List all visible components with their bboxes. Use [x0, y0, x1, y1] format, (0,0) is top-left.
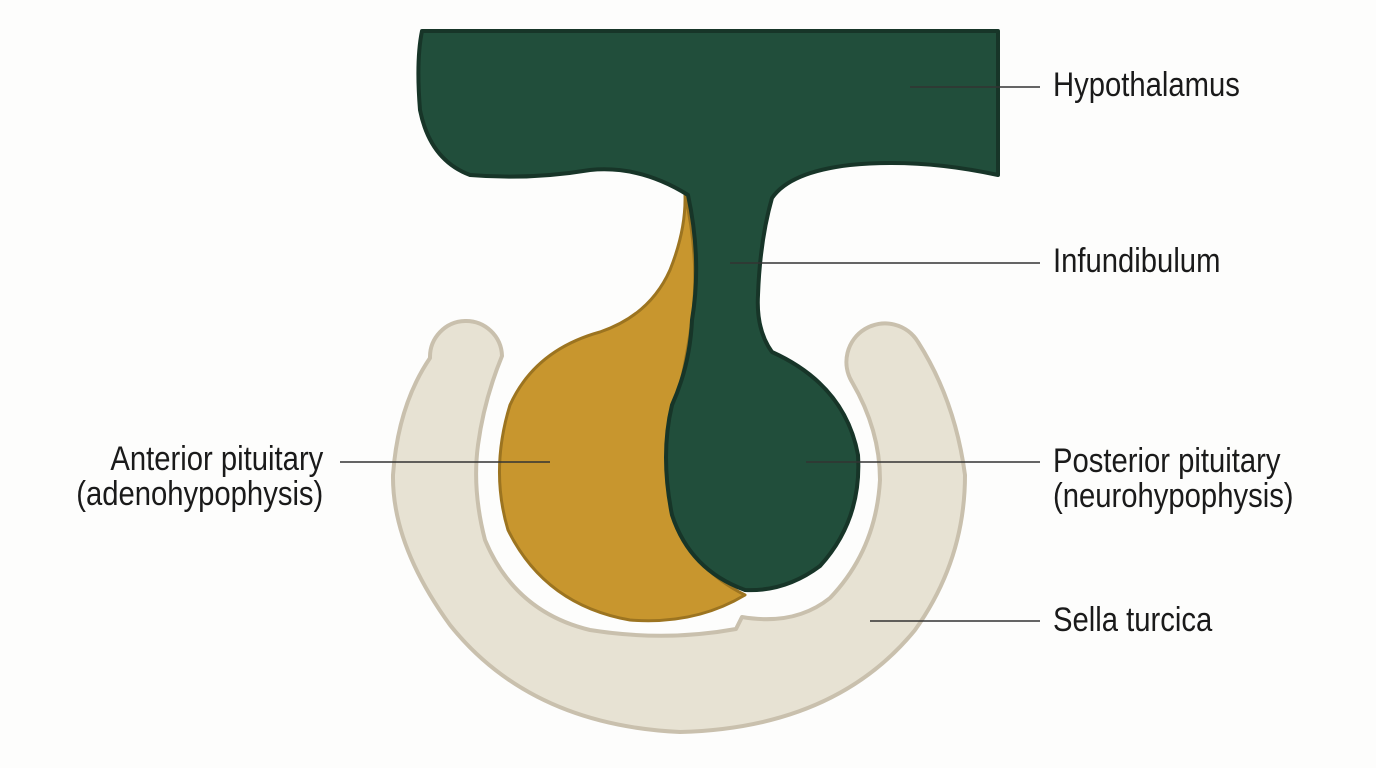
anterior-pituitary-label-line1: Anterior pituitary: [110, 440, 323, 478]
sella-turcica-label-text: Sella turcica: [1053, 601, 1213, 639]
sella-turcica-shape: [390, 319, 967, 734]
anterior-pituitary-label-line2: (adenohypophysis): [75, 475, 323, 513]
posterior-pituitary-label: Posterior pituitary (neurohypophysis): [1053, 444, 1294, 514]
anterior-pituitary-label: Anterior pituitary (adenohypophysis): [76, 442, 323, 512]
hypothalamus-infundibulum-posterior-shape: [416, 29, 1000, 593]
posterior-pituitary-label-line1: Posterior pituitary: [1053, 442, 1281, 480]
infundibulum-label-text: Infundibulum: [1053, 242, 1221, 280]
hypothalamus-label: Hypothalamus: [1053, 68, 1240, 103]
posterior-pituitary-label-line2: (neurohypophysis): [1053, 477, 1294, 515]
hypothalamus-label-text: Hypothalamus: [1053, 66, 1240, 104]
infundibulum-label: Infundibulum: [1053, 244, 1220, 279]
sella-turcica-label: Sella turcica: [1053, 603, 1212, 638]
